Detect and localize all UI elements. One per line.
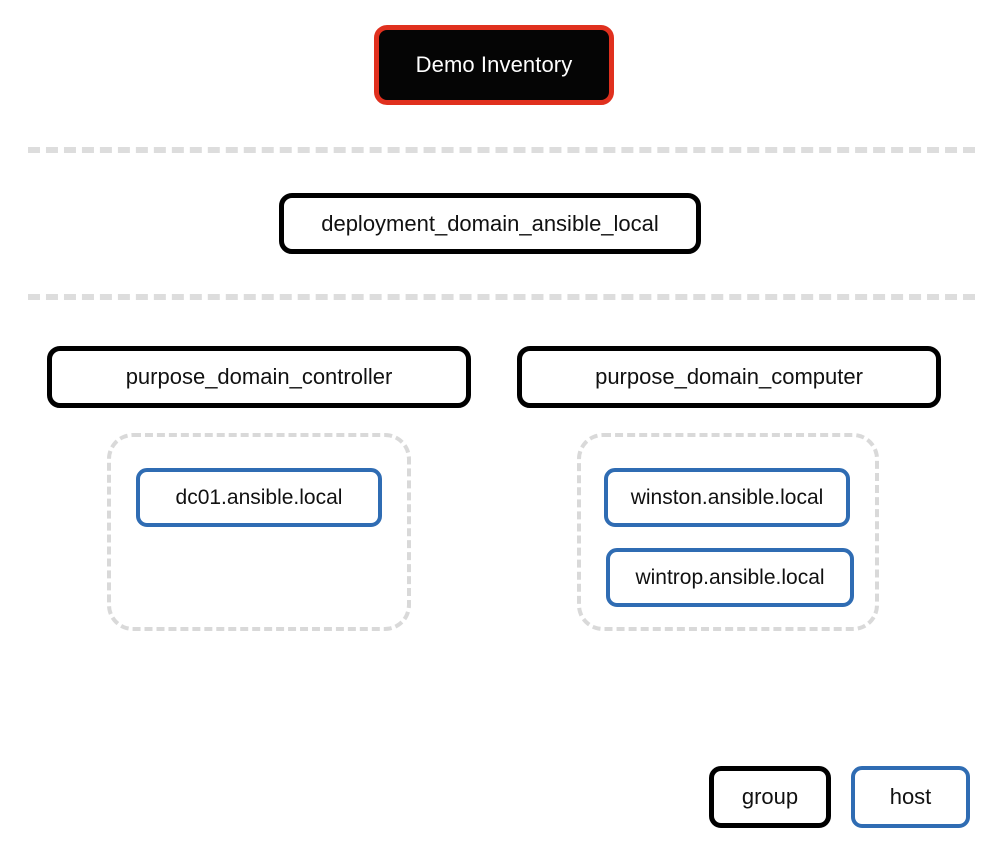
group-node-purpose-domain-computer[interactable]: purpose_domain_computer: [517, 346, 941, 408]
host-node-wintrop[interactable]: wintrop.ansible.local: [606, 548, 854, 607]
host-node-label: dc01.ansible.local: [175, 485, 343, 509]
host-container-purpose-domain-computer: [577, 433, 879, 631]
host-container-purpose-domain-controller: [107, 433, 411, 631]
group-node-purpose-domain-controller[interactable]: purpose_domain_controller: [47, 346, 471, 408]
group-node-deployment-domain-ansible-local[interactable]: deployment_domain_ansible_local: [279, 193, 701, 254]
legend-label-group: group: [741, 784, 799, 809]
inventory-root-label: Demo Inventory: [415, 52, 573, 77]
group-node-label: purpose_domain_computer: [595, 364, 863, 389]
group-node-label: deployment_domain_ansible_local: [321, 210, 659, 236]
legend-label-host: host: [889, 784, 932, 809]
tier-divider-deployment-purpose: [28, 294, 975, 300]
tier-divider-inventory-deployment: [28, 147, 975, 153]
host-node-label: wintrop.ansible.local: [635, 565, 825, 589]
legend-item-group: group: [709, 766, 831, 828]
inventory-root-node[interactable]: Demo Inventory: [374, 25, 614, 105]
host-node-dc01[interactable]: dc01.ansible.local: [136, 468, 382, 527]
legend-item-host: host: [851, 766, 970, 828]
host-node-winston[interactable]: winston.ansible.local: [604, 468, 850, 527]
group-node-label: purpose_domain_controller: [125, 364, 393, 389]
host-node-label: winston.ansible.local: [630, 485, 824, 509]
